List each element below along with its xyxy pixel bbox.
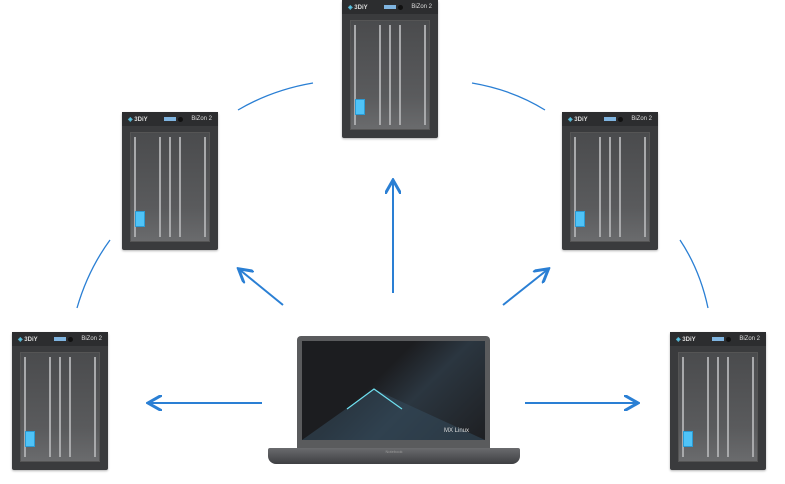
printer-screen-icon xyxy=(603,117,616,121)
arc-left xyxy=(76,239,111,309)
printer-model: BiZon 2 xyxy=(411,4,432,10)
printer-logo: 3DiY xyxy=(128,116,147,123)
os-label: MX Linux xyxy=(443,428,469,434)
printer-upper-right: 3DiY BiZon 2 xyxy=(562,112,658,250)
printer-chamber xyxy=(678,352,758,462)
printer-model: BiZon 2 xyxy=(631,116,652,122)
laptop-screen: MX Linux xyxy=(297,336,490,448)
printer-header: 3DiY BiZon 2 xyxy=(342,0,438,14)
printer-logo: 3DiY xyxy=(676,336,695,343)
arc-top-right xyxy=(471,82,546,111)
printer-top: 3DiY BiZon 2 xyxy=(342,0,438,138)
printer-screen-icon xyxy=(163,117,176,121)
laptop-brand: Notebook xyxy=(385,449,403,454)
printer-part xyxy=(355,99,365,115)
printer-screen-icon xyxy=(53,337,66,341)
printer-model: BiZon 2 xyxy=(739,336,760,342)
arc-right xyxy=(679,239,709,309)
printer-header: 3DiY BiZon 2 xyxy=(122,112,218,126)
printer-header: 3DiY BiZon 2 xyxy=(12,332,108,346)
printer-logo: 3DiY xyxy=(18,336,37,343)
printer-knob-icon xyxy=(617,116,623,122)
arrow-up-left xyxy=(240,270,284,306)
printer-knob-icon xyxy=(725,336,731,342)
printer-chamber xyxy=(570,132,650,242)
printer-part xyxy=(575,211,585,227)
printer-logo: 3DiY xyxy=(348,4,367,11)
printer-model: BiZon 2 xyxy=(81,336,102,342)
printer-lower-right: 3DiY BiZon 2 xyxy=(670,332,766,470)
arc-top-left xyxy=(237,82,314,111)
printer-screen-icon xyxy=(711,337,724,341)
printer-chamber xyxy=(130,132,210,242)
printer-upper-left: 3DiY BiZon 2 xyxy=(122,112,218,250)
printer-knob-icon xyxy=(177,116,183,122)
printer-part xyxy=(683,431,693,447)
printer-part xyxy=(135,211,145,227)
laptop-display: MX Linux xyxy=(302,341,485,440)
arrow-up-right xyxy=(502,270,547,306)
wallpaper-graphic xyxy=(302,388,485,440)
printer-knob-icon xyxy=(67,336,73,342)
printer-part xyxy=(25,431,35,447)
printer-logo: 3DiY xyxy=(568,116,587,123)
printer-model: BiZon 2 xyxy=(191,116,212,122)
printer-screen-icon xyxy=(383,5,396,9)
printer-header: 3DiY BiZon 2 xyxy=(562,112,658,126)
printer-chamber xyxy=(350,20,430,130)
printer-header: 3DiY BiZon 2 xyxy=(670,332,766,346)
laptop-base: Notebook xyxy=(268,448,520,464)
printer-knob-icon xyxy=(397,4,403,10)
printer-chamber xyxy=(20,352,100,462)
printer-lower-left: 3DiY BiZon 2 xyxy=(12,332,108,470)
